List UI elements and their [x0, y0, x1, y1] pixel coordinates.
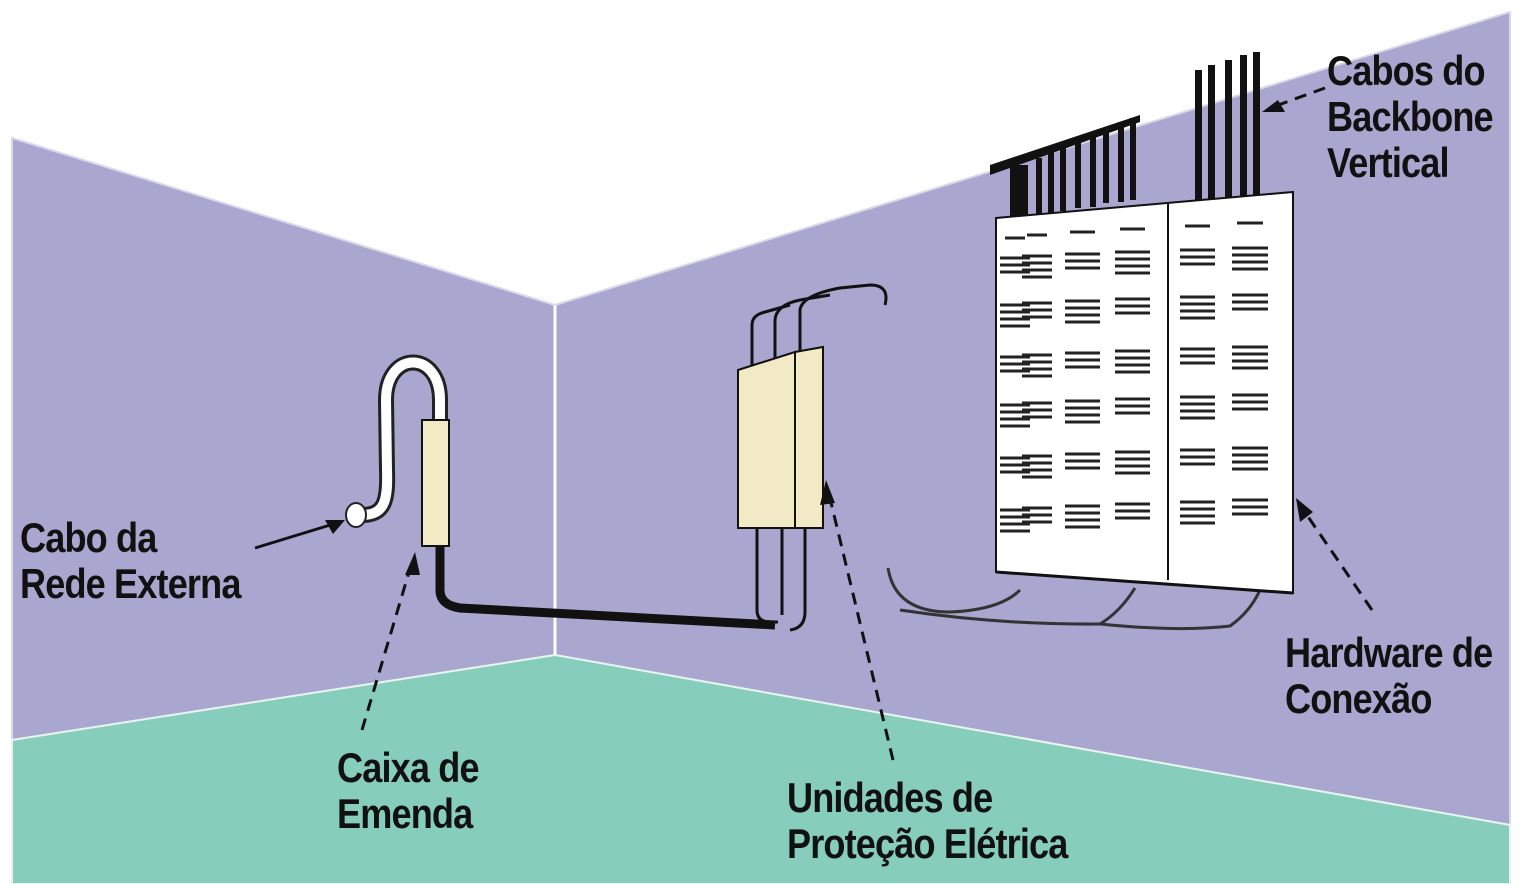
label-connection-hardware: Hardware de Conexão [1285, 629, 1493, 722]
label-line: Unidades de [787, 774, 993, 821]
floor [11, 653, 1511, 884]
label-line: Vertical [1327, 139, 1450, 186]
label-protection-units: Unidades de Proteção Elétrica [787, 775, 1068, 867]
arrow-external-cable [254, 520, 341, 550]
arrow-hardware [1298, 504, 1374, 611]
label-line: Caixa de [337, 744, 480, 791]
label-line: Proteção Elétrica [787, 820, 1068, 867]
label-backbone-cables: Cabos do Backbone Vertical [1327, 47, 1494, 186]
arrow-splice-box [360, 561, 414, 731]
label-line: Cabo da [20, 514, 157, 561]
label-line: Hardware de [1285, 629, 1493, 676]
backbone-cables [990, 52, 1260, 217]
label-external-network-cable: Cabo da Rede Externa [20, 515, 241, 607]
connection-hardware-panel [995, 190, 1294, 595]
label-splice-box: Caixa de Emenda [337, 744, 480, 837]
splice-box [421, 419, 450, 547]
thick-cable [435, 547, 776, 630]
annotation-arrows [254, 86, 1374, 761]
label-line: Backbone [1327, 93, 1494, 140]
label-line: Rede Externa [20, 560, 241, 607]
protection-units [737, 283, 888, 632]
label-line: Emenda [337, 790, 473, 837]
label-line: Cabos do [1327, 47, 1486, 94]
hardware-lower-cables [886, 567, 1262, 631]
left-wall [11, 136, 556, 742]
label-line: Conexão [1285, 675, 1432, 722]
arrow-protection-units [826, 489, 895, 761]
external-cable [345, 354, 448, 528]
